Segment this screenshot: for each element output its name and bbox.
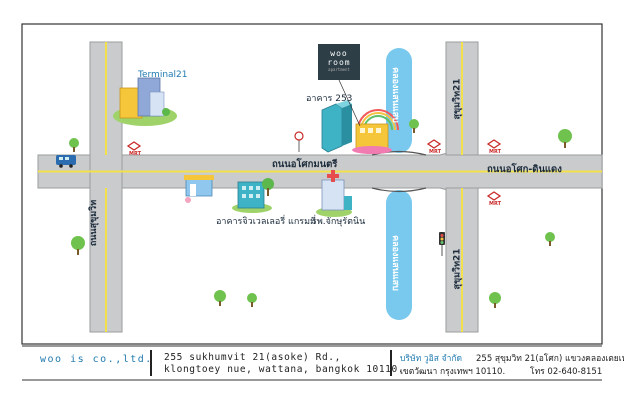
canal-label-bottom: คลองแสนแสบ: [389, 235, 400, 291]
woo-logo-line3: apartment: [328, 67, 350, 72]
hospital-building-icon: [316, 170, 352, 217]
mrt-icon-center: [426, 139, 442, 149]
tree-icon: [409, 119, 419, 133]
mrt-label-right-top: MRT: [489, 149, 502, 155]
company-name-th: บริษัท วูอิส จำกัด: [400, 354, 463, 364]
terminal21-label: Terminal21: [138, 70, 188, 80]
tree-icon: [545, 232, 555, 246]
tree-icon: [247, 293, 257, 307]
woo-room-building-icon: [352, 109, 399, 154]
jewelry-building-icon: [232, 178, 274, 213]
tree-icon: [489, 292, 501, 308]
road-label-asoke-din-daeng: ถนนอโศก-ดินแดง: [487, 164, 562, 175]
shop-building-icon: [184, 175, 214, 203]
building-253-label: อาคาร 253: [306, 94, 353, 104]
woo-logo-line1: woo: [330, 49, 348, 58]
terminal21-building-icon: [113, 77, 177, 126]
building-253-icon: [321, 100, 352, 153]
footer: woo is co.,ltd. 255 sukhumvit 21(asoke) …: [0, 346, 624, 386]
address-line1-en: 255 sukhumvit 21(asoke) Rd.,: [164, 352, 341, 363]
mrt-label-right-bottom: MRT: [489, 201, 502, 207]
left-vertical-road: [89, 41, 123, 333]
footer-separator: [390, 350, 392, 376]
traffic-light-icon: [439, 232, 445, 256]
canal-label-top: คลองแสนแสบ: [389, 67, 400, 123]
tree-icon: [214, 290, 226, 306]
address-line1-th: 255 สุขุมวิท 21(อโศก) แขวงคลองเตยเหนือ: [476, 354, 624, 364]
tree-icon: [558, 129, 572, 148]
right-vertical-road: [445, 41, 479, 333]
mrt-label-center: MRT: [429, 149, 442, 155]
bus-stop-sign-icon: [294, 131, 304, 152]
tree-icon: [71, 236, 85, 255]
company-name-en: woo is co.,ltd.: [40, 354, 153, 365]
tree-icon: [69, 138, 79, 152]
road-label-sukhumvit21-top: สุขุมวิท21: [452, 78, 463, 120]
mrt-icon-right-bottom: [486, 191, 502, 201]
address-line2-th: เขตวัฒนา กรุงเทพฯ 10110.: [400, 367, 506, 377]
address-line2-en: klongtoey nue, wattana, bangkok 10110.: [164, 364, 405, 375]
woo-logo-line2: room: [327, 58, 351, 67]
bus-icon: [56, 155, 76, 168]
road-label-sukhumvit: ถนนสุขุมวิท: [89, 199, 100, 247]
mrt-icon-right-top: [486, 139, 502, 149]
footer-separator: [150, 350, 152, 376]
hospital-label: รพ.จักษุรัตนิน: [312, 217, 366, 227]
road-label-asoke-montri: ถนนอโศกมนตรี: [272, 159, 338, 170]
woo-room-logo: woo room apartment: [318, 44, 360, 80]
jewelry-building-label: อาคารจิวเวลเลอรี่ แกรมมี่: [216, 217, 316, 227]
phone-th: โทร 02-640-8151: [530, 367, 603, 377]
mrt-icon-left: [126, 141, 142, 151]
mrt-label-left: MRT: [129, 151, 142, 157]
road-label-sukhumvit21-bottom: สุขุมวิท21: [452, 248, 463, 290]
